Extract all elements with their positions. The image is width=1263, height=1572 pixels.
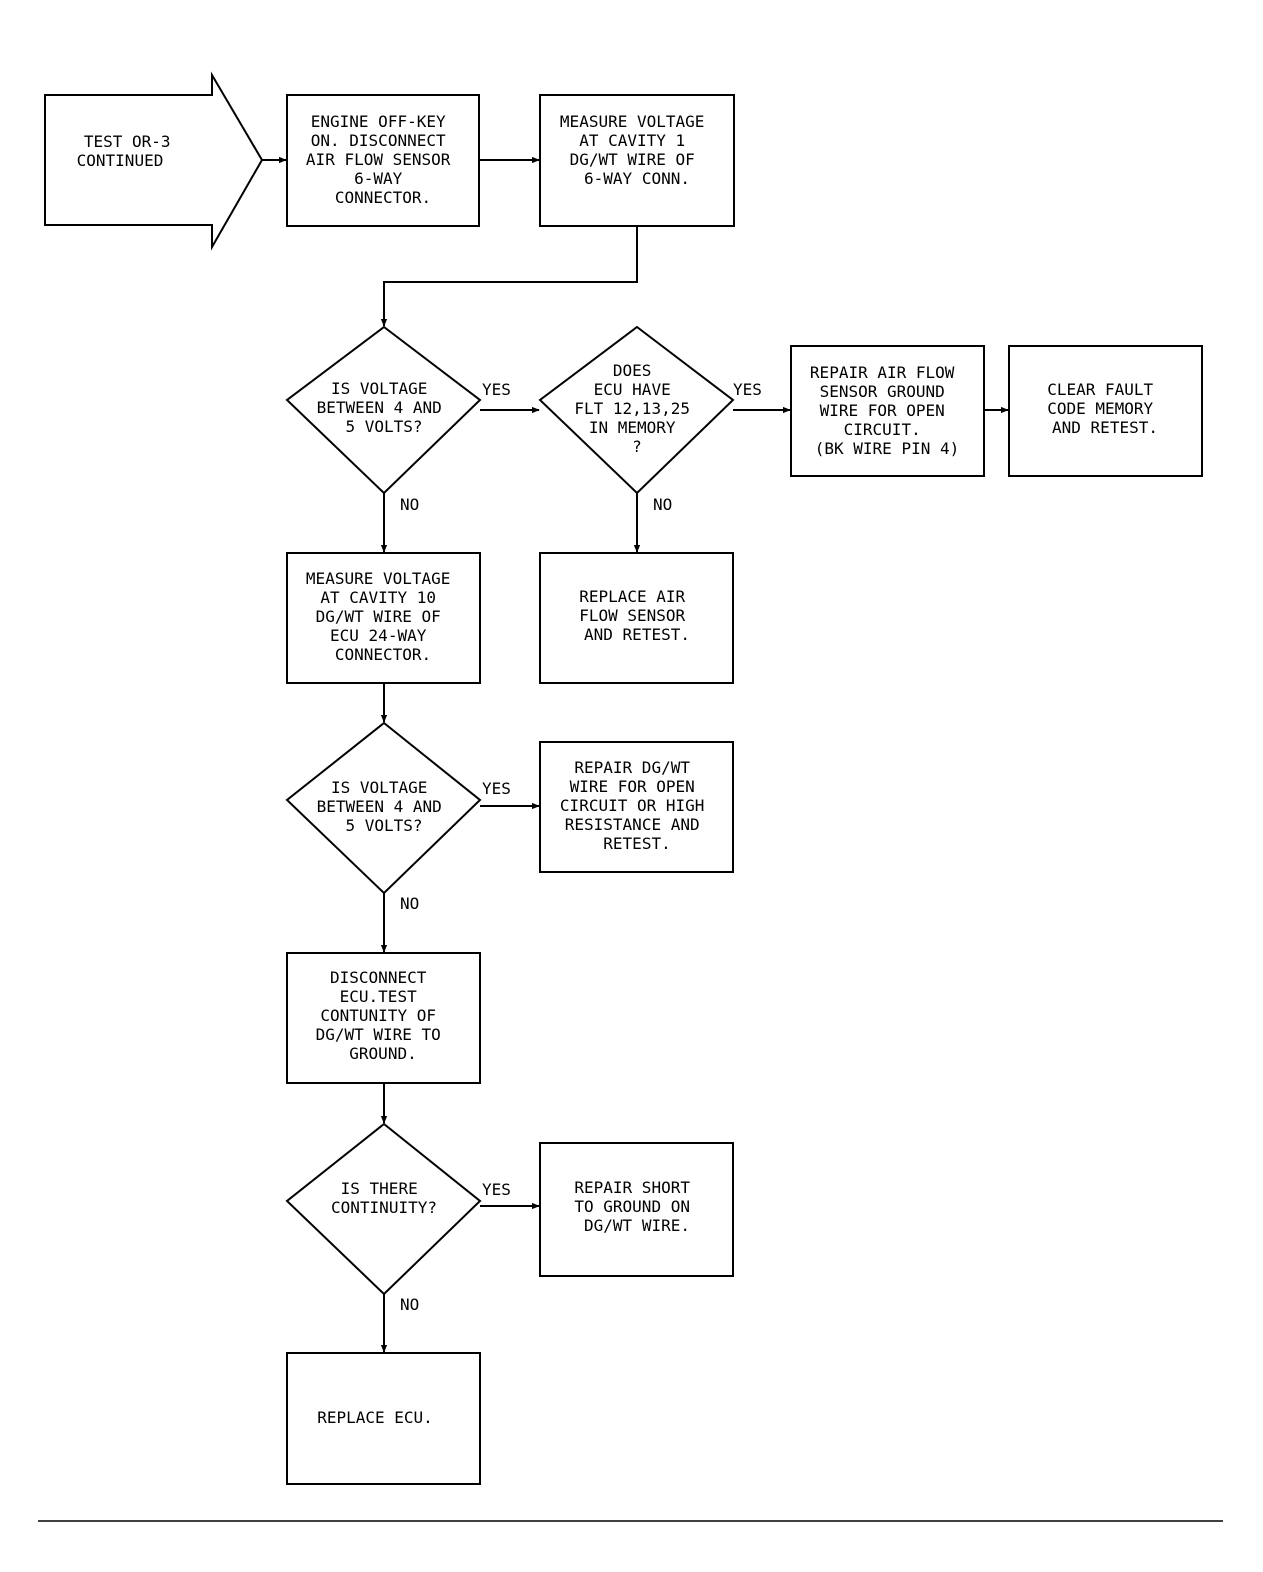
step-measure-cavity10-text: MEASURE VOLTAGE AT CAVITY 10 DG/WT WIRE … [306, 569, 460, 664]
start-arrow-text: TEST OR-3 CONTINUED [77, 132, 181, 170]
step-measure-cavity1-text: MEASURE VOLTAGE AT CAVITY 1 DG/WT WIRE O… [560, 112, 714, 188]
step-test-continuity-text: DISCONNECT ECU.TEST CONTUNITY OF DG/WT W… [316, 968, 451, 1063]
q4-yes-label: YES [482, 1180, 511, 1199]
step-disconnect-sensor-text: ENGINE OFF-KEY ON. DISCONNECT AIR FLOW S… [306, 112, 460, 207]
q3-yes-label: YES [482, 779, 511, 798]
repair-short-text: REPAIR SHORT TO GROUND ON DG/WT WIRE. [574, 1178, 699, 1235]
q2-no-label: NO [653, 495, 672, 514]
repair-ground-wire-box: REPAIR AIR FLOW SENSOR GROUND WIRE FOR O… [790, 345, 985, 477]
replace-ecu-text: REPLACE ECU. [317, 1408, 433, 1427]
decision-fault-codes: DOES ECU HAVE FLT 12,13,25 IN MEMORY ? [538, 325, 735, 495]
decision-fault-codes-text: DOES ECU HAVE FLT 12,13,25 IN MEMORY ? [574, 361, 699, 456]
clear-fault-memory-box: CLEAR FAULT CODE MEMORY AND RETEST. [1008, 345, 1203, 477]
q3-no-label: NO [400, 894, 419, 913]
decision-voltage-2: IS VOLTAGE BETWEEN 4 AND 5 VOLTS? [285, 721, 482, 895]
repair-short-box: REPAIR SHORT TO GROUND ON DG/WT WIRE. [539, 1142, 734, 1277]
step-measure-cavity1-box: MEASURE VOLTAGE AT CAVITY 1 DG/WT WIRE O… [539, 94, 735, 227]
clear-fault-memory-text: CLEAR FAULT CODE MEMORY AND RETEST. [1047, 380, 1163, 437]
step-disconnect-sensor-box: ENGINE OFF-KEY ON. DISCONNECT AIR FLOW S… [286, 94, 480, 227]
replace-air-flow-sensor-box: REPLACE AIR FLOW SENSOR AND RETEST. [539, 552, 734, 684]
replace-ecu-box: REPLACE ECU. [286, 1352, 481, 1485]
q1-no-label: NO [400, 495, 419, 514]
step-test-continuity-box: DISCONNECT ECU.TEST CONTUNITY OF DG/WT W… [286, 952, 481, 1084]
decision-continuity: IS THERE CONTINUITY? [285, 1122, 482, 1296]
decision-voltage-2-text: IS VOLTAGE BETWEEN 4 AND 5 VOLTS? [317, 778, 452, 835]
replace-air-flow-sensor-text: REPLACE AIR FLOW SENSOR AND RETEST. [579, 587, 695, 644]
repair-ground-wire-text: REPAIR AIR FLOW SENSOR GROUND WIRE FOR O… [810, 363, 964, 458]
decision-voltage-1-text: IS VOLTAGE BETWEEN 4 AND 5 VOLTS? [317, 379, 452, 436]
repair-open-circuit-text: REPAIR DG/WT WIRE FOR OPEN CIRCUIT OR HI… [560, 758, 714, 853]
decision-continuity-text: IS THERE CONTINUITY? [331, 1179, 437, 1217]
connector-step2-to-q1 [380, 226, 638, 327]
decision-voltage-1: IS VOLTAGE BETWEEN 4 AND 5 VOLTS? [285, 325, 482, 495]
step-measure-cavity10-box: MEASURE VOLTAGE AT CAVITY 10 DG/WT WIRE … [286, 552, 481, 684]
start-arrow: TEST OR-3 CONTINUED [44, 71, 264, 251]
q1-yes-label: YES [482, 380, 511, 399]
q2-yes-label: YES [733, 380, 762, 399]
repair-open-circuit-box: REPAIR DG/WT WIRE FOR OPEN CIRCUIT OR HI… [539, 741, 734, 873]
q4-no-label: NO [400, 1295, 419, 1314]
